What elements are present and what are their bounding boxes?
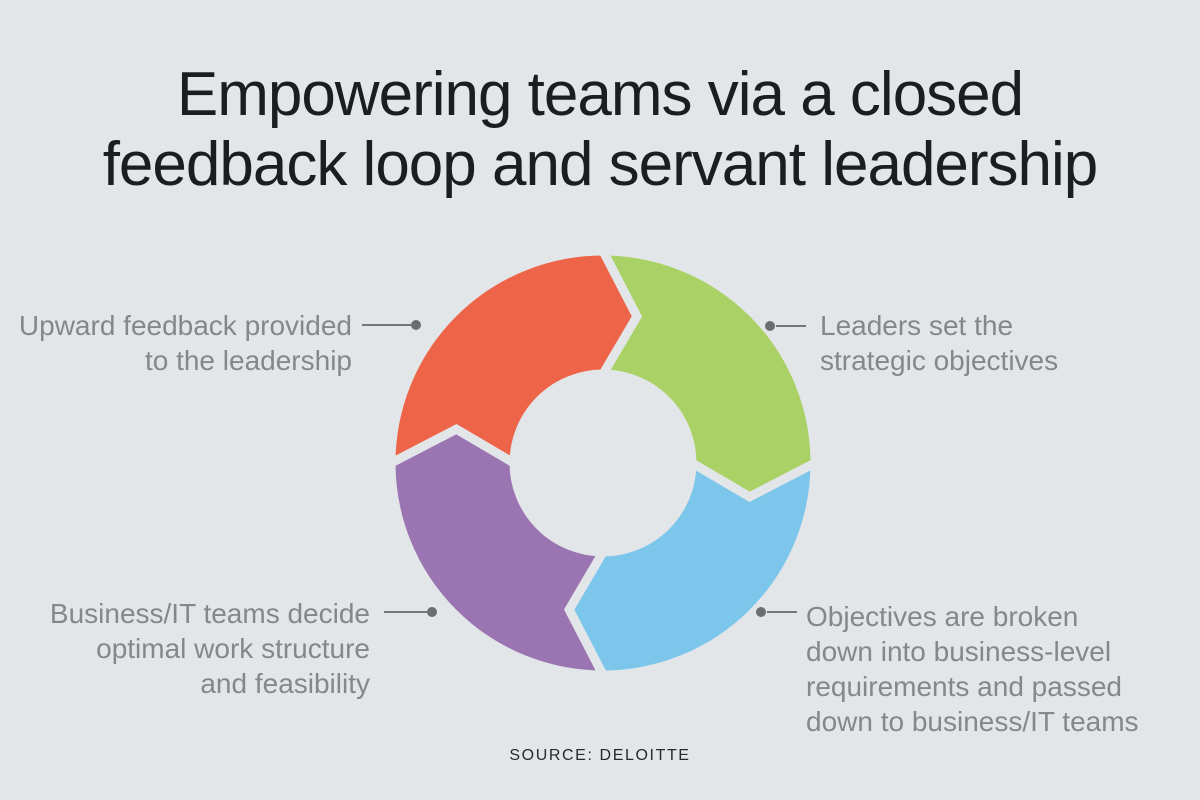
cycle-segment-leaders [595, 246, 820, 503]
page-title: Empowering teams via a closed feedback l… [0, 60, 1200, 200]
label-line: optimal work structure [96, 633, 370, 664]
connector-dot-icon [765, 321, 775, 331]
page-title-line2: feedback loop and servant leadership [102, 130, 1099, 199]
label-line: Leaders set the [820, 310, 1014, 341]
cycle-segment-objectives [563, 455, 820, 680]
callout-objectives: Objectives are broken down into business-… [806, 599, 1139, 739]
label-line: Upward feedback provided [18, 310, 352, 341]
connector-dot-icon [756, 607, 766, 617]
connector-dot-icon [427, 607, 437, 617]
page-title-line1: Empowering teams via a closed [176, 60, 1024, 129]
label-line: strategic objectives [820, 345, 1059, 376]
callout-upward-feedback: Upward feedback provided to the leadershi… [19, 308, 352, 378]
cycle-segment-business-it [386, 423, 611, 680]
callout-business-it: Business/IT teams decide optimal work str… [50, 596, 370, 701]
label-line: to the leadership [144, 345, 352, 376]
label-line: down into business-level [806, 636, 1112, 667]
connector-line-objectives [767, 611, 797, 613]
callout-leaders: Leaders set the strategic objectives [820, 308, 1058, 378]
connector-line-leaders [776, 325, 806, 327]
connector-line-upward-feedback [362, 324, 411, 326]
connector-line-business-it [384, 611, 427, 613]
cycle-segment-upward-feedback [386, 246, 643, 471]
label-line: Objectives are broken [806, 601, 1079, 632]
connector-dot-icon [411, 320, 421, 330]
label-line: down to business/IT teams [806, 706, 1139, 737]
cycle-diagram [386, 246, 820, 680]
label-line: requirements and passed [806, 671, 1122, 702]
label-line: and feasibility [200, 668, 370, 699]
source-attribution: SOURCE: DELOITTE [509, 747, 691, 764]
label-line: Business/IT teams decide [49, 598, 370, 629]
